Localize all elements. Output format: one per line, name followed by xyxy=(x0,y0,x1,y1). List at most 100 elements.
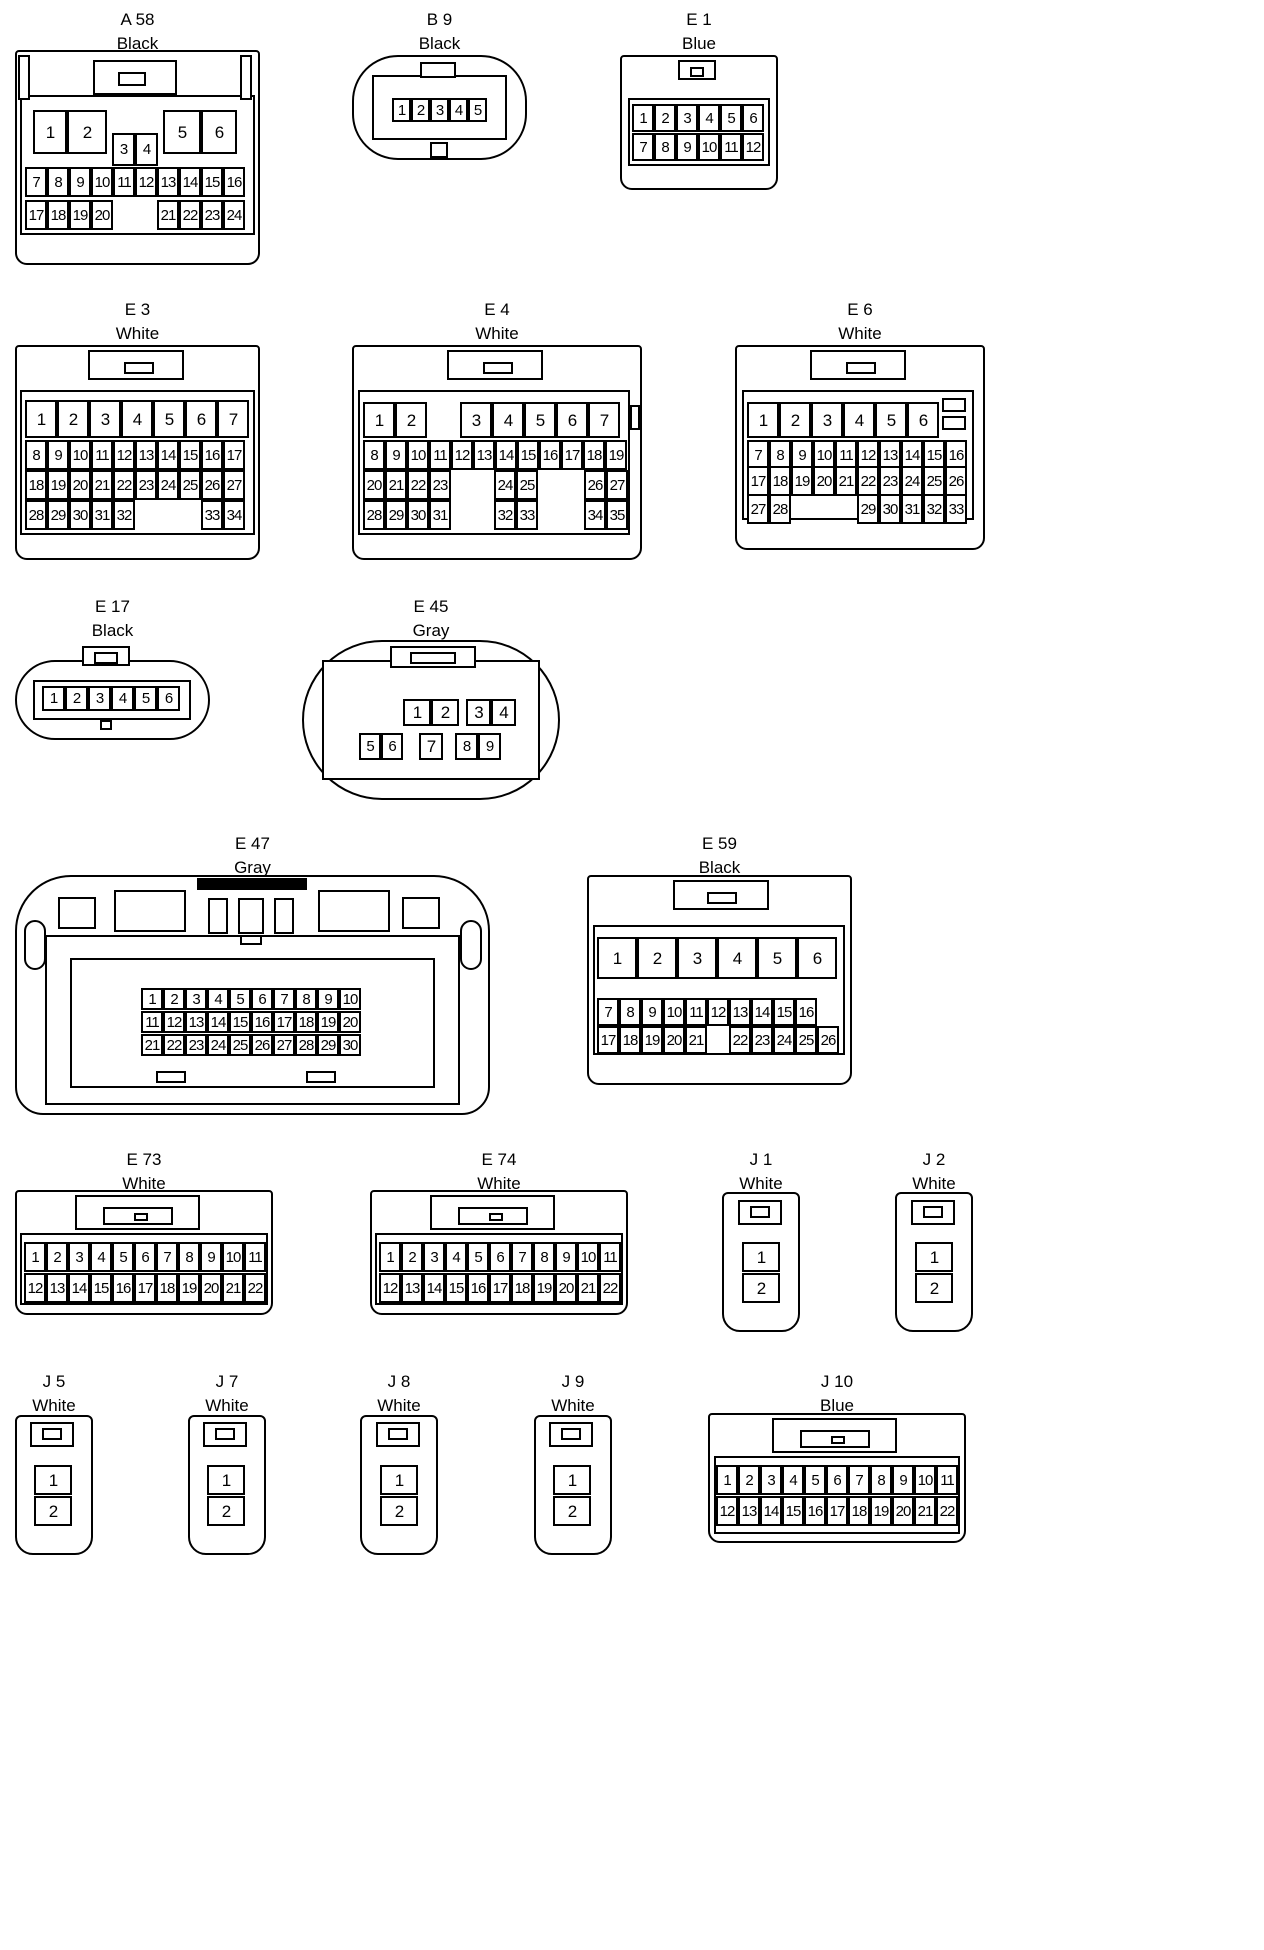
pin-6: 6 xyxy=(826,1465,848,1495)
pin-8: 8 xyxy=(619,998,641,1026)
locking-tab xyxy=(376,1422,420,1447)
locking-tab xyxy=(240,935,262,945)
pin-6: 6 xyxy=(742,104,764,132)
pin-5: 5 xyxy=(467,1242,489,1272)
pin-21: 21 xyxy=(835,466,857,496)
pin-9: 9 xyxy=(317,988,339,1010)
locking-tab xyxy=(483,362,513,374)
connector-name: J 10 xyxy=(820,1372,854,1391)
pin-8: 8 xyxy=(178,1242,200,1272)
pin-22: 22 xyxy=(729,1026,751,1054)
pin-9: 9 xyxy=(47,440,69,470)
pin-23: 23 xyxy=(429,470,451,500)
pin-1: 1 xyxy=(33,110,67,154)
pin-9: 9 xyxy=(641,998,663,1026)
pin-5: 5 xyxy=(804,1465,826,1495)
pin-3: 3 xyxy=(430,98,449,122)
pin-17: 17 xyxy=(273,1011,295,1033)
pin-1: 1 xyxy=(141,988,163,1010)
pin-13: 13 xyxy=(185,1011,207,1033)
pin-3: 3 xyxy=(460,402,492,438)
pin-22: 22 xyxy=(179,200,201,230)
pin-3: 3 xyxy=(88,686,111,711)
pin-1: 1 xyxy=(747,402,779,438)
pin-12: 12 xyxy=(24,1273,46,1303)
pin-2: 2 xyxy=(738,1465,760,1495)
pin-4: 4 xyxy=(843,402,875,438)
pin-11: 11 xyxy=(429,440,451,470)
connector-color: Blue xyxy=(681,34,717,53)
pin-18: 18 xyxy=(848,1496,870,1526)
connector-color: White xyxy=(912,1174,956,1193)
pin-20: 20 xyxy=(339,1011,361,1033)
pin-33: 33 xyxy=(201,500,223,530)
pin-34: 34 xyxy=(584,500,606,530)
pin-18: 18 xyxy=(619,1026,641,1054)
pin-17: 17 xyxy=(134,1273,156,1303)
pin-16: 16 xyxy=(539,440,561,470)
pin-31: 31 xyxy=(901,494,923,524)
connector-name: E 3 xyxy=(124,300,151,319)
pin-24: 24 xyxy=(901,466,923,496)
locking-tab xyxy=(707,892,737,904)
pin-3: 3 xyxy=(112,133,135,166)
pin-8: 8 xyxy=(455,733,478,760)
pin-10: 10 xyxy=(69,440,91,470)
pin-1: 1 xyxy=(207,1465,245,1495)
locking-tab xyxy=(420,62,456,78)
pin-2: 2 xyxy=(779,402,811,438)
pin-13: 13 xyxy=(46,1273,68,1303)
connector-color: White xyxy=(475,324,519,343)
pin-14: 14 xyxy=(495,440,517,470)
connector-name: J 2 xyxy=(922,1150,946,1169)
pin-17: 17 xyxy=(25,200,47,230)
pin-31: 31 xyxy=(429,500,451,530)
pin-27: 27 xyxy=(223,470,245,500)
locking-tab xyxy=(402,897,440,929)
pin-3: 3 xyxy=(676,104,698,132)
locking-tab xyxy=(24,920,46,970)
pin-8: 8 xyxy=(654,133,676,161)
connector-color: White xyxy=(838,324,882,343)
connector-name: E 59 xyxy=(702,834,737,853)
pin-12: 12 xyxy=(135,167,157,197)
pin-16: 16 xyxy=(223,167,245,197)
pin-14: 14 xyxy=(423,1273,445,1303)
pin-15: 15 xyxy=(517,440,539,470)
locking-tab xyxy=(100,720,112,730)
pin-13: 13 xyxy=(738,1496,760,1526)
pin-6: 6 xyxy=(201,110,237,154)
locking-tab xyxy=(274,898,294,934)
pin-23: 23 xyxy=(185,1034,207,1056)
connector-color: White xyxy=(122,1174,166,1193)
pin-6: 6 xyxy=(797,937,837,979)
pin-12: 12 xyxy=(379,1273,401,1303)
pin-13: 13 xyxy=(473,440,495,470)
pin-7: 7 xyxy=(511,1242,533,1272)
pin-25: 25 xyxy=(795,1026,817,1054)
pin-4: 4 xyxy=(207,988,229,1010)
pin-2: 2 xyxy=(431,699,459,726)
pin-6: 6 xyxy=(489,1242,511,1272)
pin-16: 16 xyxy=(251,1011,273,1033)
pin-8: 8 xyxy=(25,440,47,470)
pin-5: 5 xyxy=(875,402,907,438)
pin-19: 19 xyxy=(605,440,627,470)
pin-2: 2 xyxy=(915,1273,953,1303)
connector-name: J 7 xyxy=(215,1372,239,1391)
locking-tab xyxy=(846,362,876,374)
connector-color: White xyxy=(377,1396,421,1415)
locking-tab xyxy=(561,1428,581,1440)
connector-color: White xyxy=(115,324,160,343)
pin-10: 10 xyxy=(222,1242,244,1272)
pin-9: 9 xyxy=(478,733,501,760)
connector-name: E 73 xyxy=(126,1150,162,1169)
locking-tab xyxy=(208,898,228,934)
pin-26: 26 xyxy=(201,470,223,500)
